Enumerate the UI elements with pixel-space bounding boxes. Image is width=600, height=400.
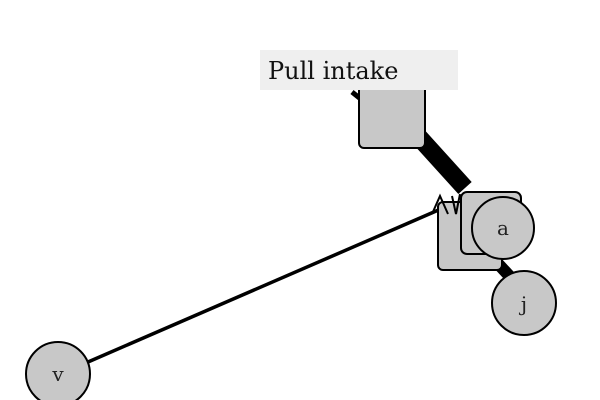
hub-edge-glyph	[431, 193, 461, 215]
node-j: j	[491, 270, 557, 336]
node-v-label: v	[51, 362, 64, 386]
label-tag-background	[260, 50, 458, 90]
node-a: a	[471, 196, 535, 260]
node-j-label: j	[519, 292, 527, 316]
edge-hub-to-v	[87, 203, 451, 364]
label-tag-text: Pull intake	[268, 57, 398, 85]
node-v: v	[25, 341, 91, 400]
label-tag: Pull intake	[260, 50, 458, 90]
node-a-label: a	[497, 216, 509, 240]
